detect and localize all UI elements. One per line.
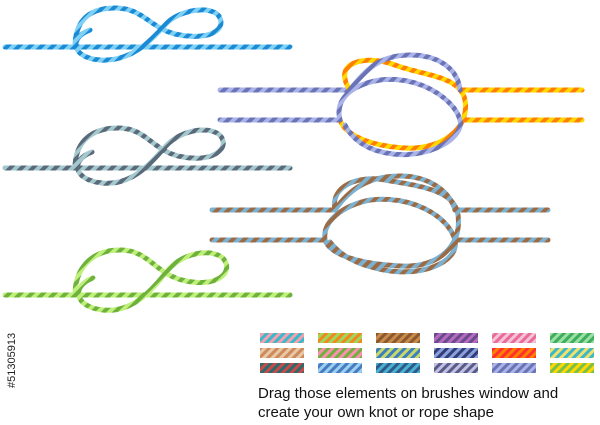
- brush-swatch: [434, 363, 478, 373]
- brush-swatch: [260, 363, 304, 373]
- figure-eight-knot-blue: [2, 5, 293, 63]
- brush-swatch: [260, 348, 304, 358]
- brush-swatch: [492, 363, 536, 373]
- brush-swatch: [492, 333, 536, 343]
- brush-swatch-grid: [260, 333, 594, 373]
- reef-knot-brown: [209, 173, 551, 275]
- reef-knot-orange-purple: [217, 52, 585, 157]
- caption-line-2: create your own knot or rope shape: [258, 404, 494, 421]
- figure-eight-knot-lime: [2, 247, 293, 313]
- stock-image-id: #51305913: [6, 332, 18, 388]
- figure-eight-knot-slate: [2, 125, 293, 186]
- brush-swatch: [492, 348, 536, 358]
- brush-swatch: [376, 363, 420, 373]
- brush-swatch: [376, 333, 420, 343]
- brush-swatch: [318, 348, 362, 358]
- brush-swatch: [376, 348, 420, 358]
- brush-swatch: [550, 333, 594, 343]
- brush-swatch: [318, 363, 362, 373]
- brush-swatch: [434, 348, 478, 358]
- brush-swatch: [434, 333, 478, 343]
- caption-line-1: Drag those elements on brushes window an…: [258, 385, 559, 402]
- brush-swatch: [260, 333, 304, 343]
- brush-swatch: [550, 348, 594, 358]
- brush-swatch: [318, 333, 362, 343]
- brush-swatch: [550, 363, 594, 373]
